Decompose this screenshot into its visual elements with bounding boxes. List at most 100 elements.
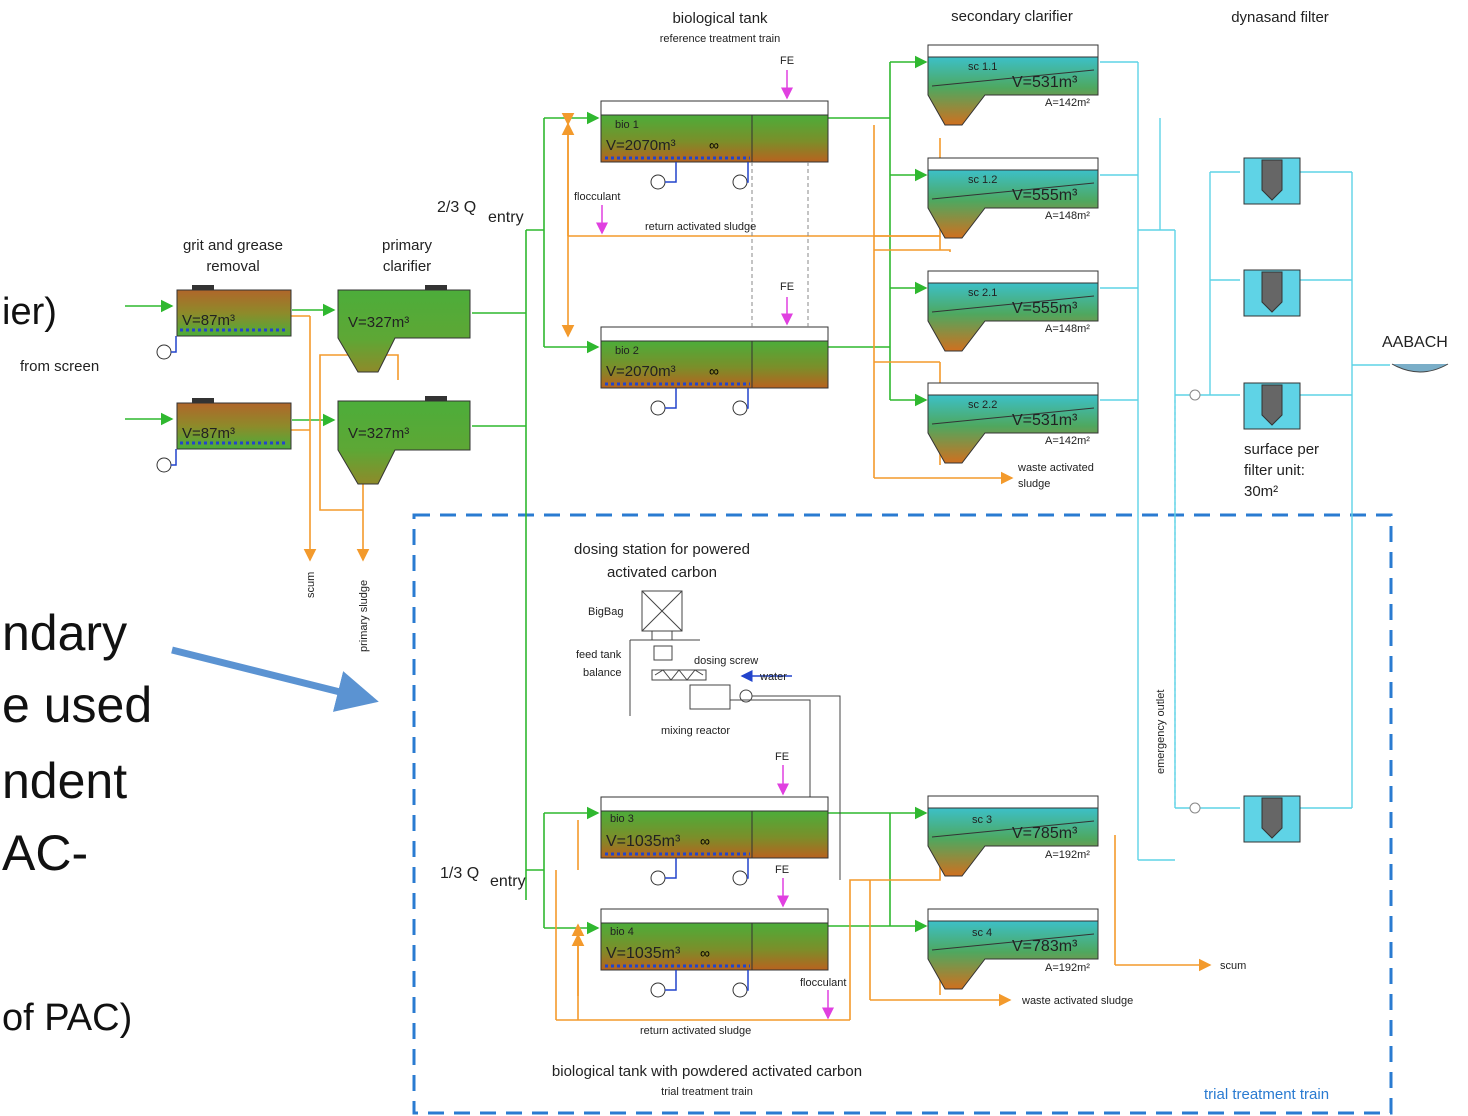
dosing-station [629, 590, 841, 880]
air-lines-trial [665, 858, 749, 991]
grit-header-2: removal [206, 258, 259, 275]
grit-tank-2: V=87m³ [176, 398, 292, 450]
trial-subtitle: trial treatment train [661, 1086, 753, 1098]
slide-text-3: e used [2, 677, 152, 733]
trial-box-label: trial treatment train [1204, 1086, 1329, 1103]
river-icon [1391, 363, 1449, 373]
slide-text-4: ndent [2, 753, 127, 809]
valve-icon [1189, 802, 1201, 814]
bio4-volume: V=1035m³ [606, 945, 681, 962]
mixer-icon: ∞ [709, 363, 719, 379]
secondary-clarifier-2: sc 1.2 V=555m³ A=148m² [927, 157, 1099, 239]
sc-name: sc 4 [972, 927, 992, 939]
sc-name: sc 1.1 [968, 61, 997, 73]
bio3-volume: V=1035m³ [606, 833, 681, 850]
sc-area: A=192m² [1045, 962, 1090, 974]
sc-volume: V=555m³ [1012, 187, 1078, 204]
secondary-clarifier-3: sc 2.1 V=555m³ A=148m² [927, 270, 1099, 352]
sc-volume: V=555m³ [1012, 300, 1078, 317]
sc-name: sc 1.2 [968, 174, 997, 186]
q23-entry-label: entry [488, 209, 524, 226]
slide-text-2: ndary [2, 605, 127, 661]
mixer-icon: ∞ [700, 945, 710, 961]
secondary-clarifier-6: sc 4 V=783m³ A=192m² [927, 908, 1099, 990]
emergency-outlet-label: emergency outlet [1155, 690, 1167, 774]
sc-name: sc 2.2 [968, 399, 997, 411]
dynasand-filter-1 [1243, 157, 1301, 205]
callout-arrow [171, 646, 379, 712]
fe-label-3: FE [775, 751, 789, 763]
sc-volume: V=785m³ [1012, 825, 1078, 842]
secondary-clarifier-header: secondary clarifier [951, 8, 1073, 25]
bio3-name: bio 3 [610, 813, 634, 825]
flocculant-label-ref: flocculant [574, 191, 620, 203]
sludge-lines [290, 112, 1212, 1021]
slide-text-6: of PAC) [2, 997, 132, 1039]
scum-label-right: scum [1220, 960, 1246, 972]
return-sludge-label-trial: return activated sludge [640, 1025, 751, 1037]
mixer-icon: ∞ [700, 833, 710, 849]
bio-pac-title: biological tank with powdered activated … [552, 1063, 862, 1080]
secondary-clarifier-5: sc 3 V=785m³ A=192m² [927, 795, 1099, 877]
bio2-volume: V=2070m³ [606, 363, 676, 380]
waste-sludge-label-2: sludge [1018, 478, 1050, 490]
sc-area: A=142m² [1045, 435, 1090, 447]
sc-area: A=142m² [1045, 97, 1090, 109]
q13-label: 1/3 Q [440, 865, 479, 882]
valve-icon [1189, 389, 1201, 401]
bigbag-label: BigBag [588, 606, 623, 618]
feed-tank-label: feed tank [576, 649, 622, 661]
bio1-volume: V=2070m³ [606, 137, 676, 154]
dynasand-header: dynasand filter [1231, 9, 1329, 26]
sc-name: sc 3 [972, 814, 992, 826]
sc-area: A=148m² [1045, 323, 1090, 335]
sc-area: A=192m² [1045, 849, 1090, 861]
grit2-volume: V=87m³ [182, 425, 235, 442]
surface-label-2: filter unit: [1244, 462, 1305, 479]
waste-sludge-label-trial: waste activated sludge [1021, 995, 1133, 1007]
dynasand-filter-2 [1243, 269, 1301, 317]
bio-tank-4: bio 4 V=1035m³ ∞ [600, 908, 829, 971]
bio-tank-2: bio 2 V=2070m³ ∞ [600, 326, 829, 389]
bio-tank-header: biological tank [672, 10, 768, 27]
bio2-name: bio 2 [615, 345, 639, 357]
influent-lines [125, 55, 928, 935]
flocculant-label-trial: flocculant [800, 977, 846, 989]
surface-label-3: 30m² [1244, 483, 1278, 500]
blower-icon [156, 344, 172, 360]
primary-sludge-label: primary sludge [358, 580, 370, 652]
dosing-header-2: activated carbon [607, 564, 717, 581]
sc-volume: V=783m³ [1012, 938, 1078, 955]
mixer-icon: ∞ [709, 137, 719, 153]
effluent-lines [1100, 61, 1390, 861]
primary-header-1: primary [382, 237, 433, 254]
bio-tank-3: bio 3 V=1035m³ ∞ [600, 796, 829, 859]
from-screen-label: from screen [20, 358, 99, 375]
balance-label: balance [583, 667, 622, 679]
primary-clarifier-2: V=327m³ [337, 396, 471, 485]
fe-label-4: FE [775, 864, 789, 876]
water-label: water [759, 671, 787, 683]
dynasand-filter-3 [1243, 382, 1301, 430]
primary-clarifier-1: V=327m³ [337, 285, 471, 373]
blower-icon [156, 457, 172, 473]
blowers-ref [650, 174, 748, 416]
dosing-header-1: dosing station for powered [574, 541, 750, 558]
grit-tank-1: V=87m³ [176, 285, 292, 337]
fe-label-2: FE [780, 281, 794, 293]
secondary-clarifier-4: sc 2.2 V=531m³ A=142m² [927, 382, 1099, 464]
slide-text-5: AC- [2, 825, 88, 881]
bio1-name: bio 1 [615, 119, 639, 131]
q13-entry-label: entry [490, 873, 526, 890]
return-sludge-label-ref: return activated sludge [645, 221, 756, 233]
dynasand-filter-4 [1243, 795, 1301, 843]
primary-header-2: clarifier [383, 258, 431, 275]
sc-area: A=148m² [1045, 210, 1090, 222]
fe-label-1: FE [780, 55, 794, 67]
dosing-screw-label: dosing screw [694, 655, 758, 667]
sc-name: sc 2.1 [968, 287, 997, 299]
secondary-clarifier-1: sc 1.1 V=531m³ A=142m² [927, 44, 1099, 126]
aabach-label: AABACH [1382, 334, 1448, 351]
waste-sludge-label-1: waste activated [1017, 462, 1094, 474]
